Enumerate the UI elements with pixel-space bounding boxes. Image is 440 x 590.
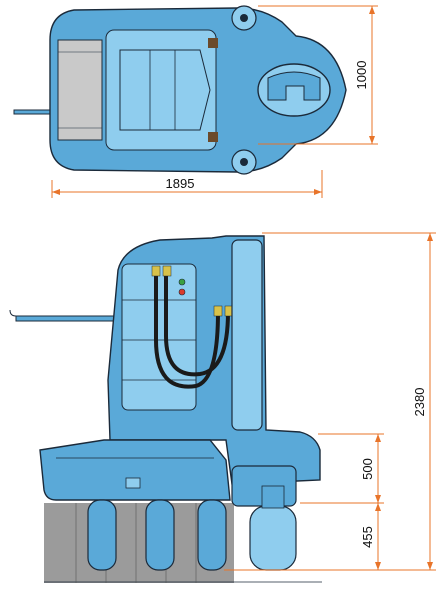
- upper-label: 500: [360, 458, 375, 480]
- top-frame: [105, 29, 217, 151]
- indicator-green: [178, 278, 186, 286]
- tine-2: [145, 499, 175, 571]
- tine-3: [197, 499, 227, 571]
- side-view: [9, 235, 322, 583]
- tine-1: [87, 499, 117, 571]
- height-label: 2380: [412, 388, 427, 417]
- lower-label: 455: [360, 526, 375, 548]
- top-depth-dimension: 1000: [258, 5, 378, 145]
- top-depth-label: 1000: [354, 61, 369, 90]
- top-view: [13, 5, 347, 175]
- top-width-label: 1895: [166, 176, 195, 191]
- pile-shaft: [249, 505, 297, 571]
- indicator-red: [178, 288, 186, 296]
- top-counterweight: [57, 39, 103, 141]
- side-carriage: [39, 439, 231, 501]
- side-panel: [121, 263, 197, 411]
- side-cylinder: [231, 239, 263, 431]
- side-drawbar: [15, 315, 117, 322]
- hydraulic-hose-2: [164, 270, 230, 377]
- upper-dimension: 500: [300, 433, 384, 504]
- height-dimension: 2380: [224, 232, 436, 571]
- hydraulic-hose-1: [154, 270, 220, 389]
- top-width-dimension: 1895: [51, 170, 323, 198]
- lower-dimension: 455: [360, 503, 381, 570]
